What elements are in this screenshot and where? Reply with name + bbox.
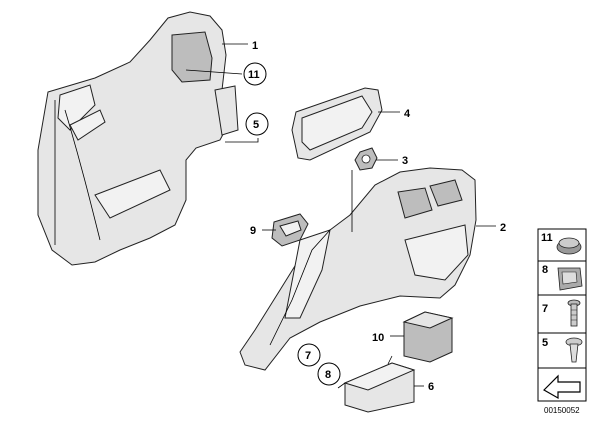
callout-4: 4 [404, 108, 411, 120]
callout-9: 9 [250, 225, 256, 237]
svg-text:11: 11 [541, 232, 553, 244]
diagram-id: 00150052 [544, 406, 580, 415]
part-9-bracket [271, 213, 309, 247]
svg-text:8: 8 [325, 369, 331, 381]
legend-item-5: 5 [542, 337, 583, 363]
svg-text:10: 10 [372, 332, 384, 344]
svg-text:3: 3 [402, 155, 408, 167]
part-4-cover-panel [291, 87, 383, 161]
callout-10: 10 [372, 332, 384, 344]
svg-text:7: 7 [542, 303, 548, 315]
callout-11: 11 [243, 62, 267, 86]
callout-2: 2 [500, 222, 506, 234]
part-6-tray [337, 355, 416, 413]
fastener-legend: 11 8 7 5 [537, 228, 587, 402]
legend-item-8: 8 [542, 264, 583, 291]
callout-1: 1 [252, 40, 258, 52]
callout-6: 6 [428, 381, 434, 393]
svg-text:6: 6 [428, 381, 434, 393]
part-3-clip [354, 147, 378, 171]
svg-text:9: 9 [250, 225, 256, 237]
arrow-icon [543, 374, 581, 400]
part-2-right-trim-panel [239, 167, 477, 371]
legend-item-7: 7 [542, 299, 581, 327]
svg-text:1: 1 [252, 40, 258, 52]
part-1-side-trim-panel [37, 11, 239, 266]
svg-text:5: 5 [253, 119, 259, 131]
callout-7: 7 [297, 343, 321, 367]
svg-text:5: 5 [542, 337, 548, 349]
svg-text:2: 2 [500, 222, 506, 234]
callout-5: 5 [245, 112, 269, 136]
callout-3: 3 [402, 155, 408, 167]
leader-lines [185, 43, 496, 387]
svg-text:4: 4 [404, 108, 411, 120]
svg-text:8: 8 [542, 264, 548, 276]
legend-item-11: 11 [541, 232, 582, 255]
svg-text:11: 11 [248, 69, 260, 81]
callout-8: 8 [317, 362, 341, 386]
svg-text:7: 7 [305, 350, 311, 362]
part-10-foam-block [402, 311, 454, 363]
